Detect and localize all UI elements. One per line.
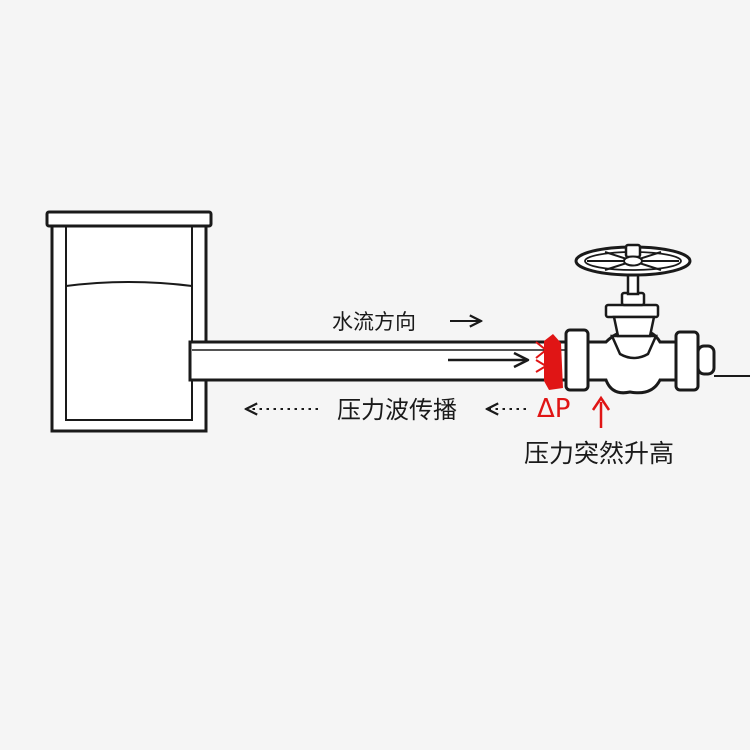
gate-valve (564, 243, 716, 395)
handwheel-icon[interactable] (574, 243, 692, 277)
bonnet-flange (604, 303, 660, 319)
delta-p-label: ΔP (537, 394, 571, 424)
wave-propagation-label: 压力波传播 (337, 396, 457, 424)
pressure-surge-marker (535, 334, 563, 390)
valve-bonnet (610, 334, 658, 360)
arrow-right-icon (448, 351, 530, 369)
arrow-up-icon (591, 395, 611, 428)
valve-flange-left (564, 328, 590, 392)
tank-inner-wall (65, 225, 193, 421)
tank-body (50, 224, 208, 433)
outlet-stub (696, 344, 716, 376)
valve-flange-right (674, 330, 700, 392)
pressure-rise-label: 压力突然升高 (524, 439, 675, 468)
tank-lid (45, 210, 213, 228)
bonnet-neck (612, 315, 656, 338)
flow-direction-label: 水流方向 (332, 310, 416, 334)
water-surface (65, 281, 193, 287)
reservoir-tank (45, 210, 213, 433)
